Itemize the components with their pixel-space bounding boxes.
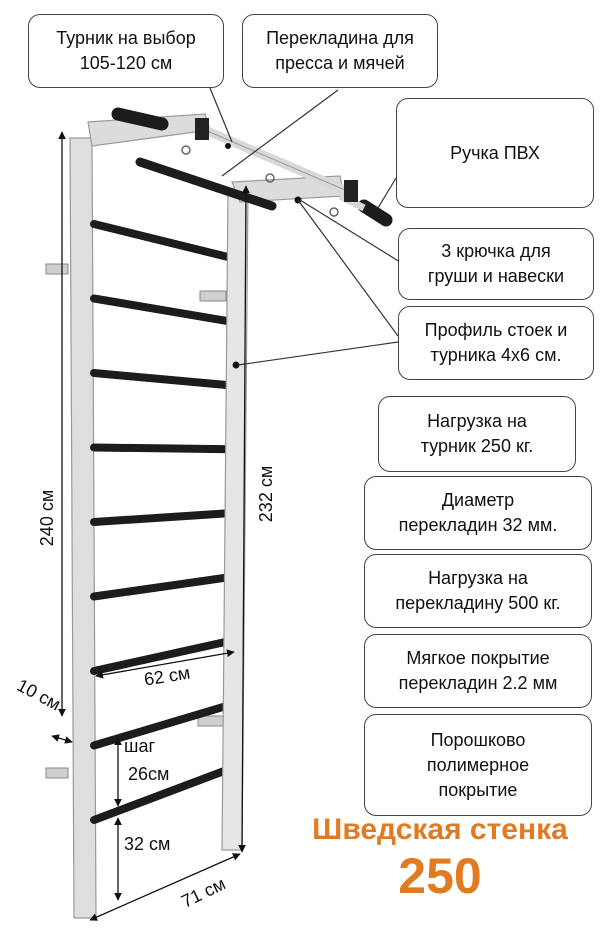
callout-soft-cover: Мягкое покрытие перекладин 2.2 мм [364, 634, 592, 708]
top-rung [135, 157, 277, 211]
callout-hooks: 3 крючка для груши и навески [398, 228, 594, 300]
ladder-rung [90, 294, 236, 326]
callout-crossbar: Перекладина для пресса и мячей [242, 14, 438, 88]
ladder-rung [90, 509, 236, 526]
leader-handle [377, 177, 397, 209]
ladder-rung [90, 572, 236, 601]
callout-rung-load: Нагрузка на перекладину 500 кг. [364, 554, 592, 628]
leader-crossbar [221, 89, 339, 177]
callout-profile: Профиль стоек и турника 4х6 см. [398, 306, 594, 380]
pvc-handle-right [357, 199, 393, 227]
label-26: 26см [128, 764, 169, 784]
hook-ring [181, 145, 191, 155]
profile-dot [232, 361, 240, 369]
label-10: 10 см [14, 675, 64, 714]
wall-bracket [199, 290, 227, 302]
product-title-model: 250 [398, 848, 482, 904]
pvc-handle-left [111, 107, 169, 131]
callout-rung-diameter: Диаметр перекладин 32 мм. [364, 476, 592, 550]
ladder-rung [90, 369, 236, 390]
dimension-lines [51, 131, 250, 921]
pullup-bar [87, 107, 393, 369]
hook-dot [225, 143, 231, 149]
leader-profile-2 [237, 341, 399, 366]
leader-lines [209, 87, 401, 366]
leader-profile-1 [297, 199, 399, 337]
dim-62 [95, 649, 235, 679]
label-step-word: шаг [124, 736, 155, 756]
hook-ring [265, 173, 275, 183]
leader-pullup [209, 87, 233, 143]
wall-brackets [45, 263, 227, 779]
label-71: 71 см [178, 873, 228, 911]
dim-10 [51, 734, 73, 744]
ladder-rung [90, 764, 236, 824]
ladder-rungs [90, 220, 236, 824]
bar-clamp [344, 180, 358, 202]
wall-bracket [45, 263, 69, 275]
product-title-name: Шведская стенка [312, 813, 568, 846]
hook-ring [329, 207, 339, 217]
bar-clamp [195, 118, 209, 140]
ladder-rung [90, 443, 236, 454]
callout-bar-load: Нагрузка на турник 250 кг. [378, 396, 576, 472]
wall-bracket [197, 715, 225, 727]
wall-bracket [45, 767, 69, 779]
label-232: 232 см [256, 466, 276, 522]
leader-hooks [299, 199, 401, 263]
product-title: Шведская стенка 250 [290, 812, 590, 904]
callout-pullup-bar: Турник на выбор 105-120 см [28, 14, 224, 88]
ladder-rung [90, 220, 236, 262]
label-240: 240 см [37, 490, 57, 546]
callout-powder-coat: Порошково полимерное покрытие [364, 714, 592, 816]
dim-232 [238, 185, 250, 853]
callout-pvc-handle: Ручка ПВХ [396, 98, 594, 208]
dim-71 [89, 853, 241, 921]
label-32: 32 см [124, 834, 170, 854]
rear-upright [69, 137, 97, 919]
